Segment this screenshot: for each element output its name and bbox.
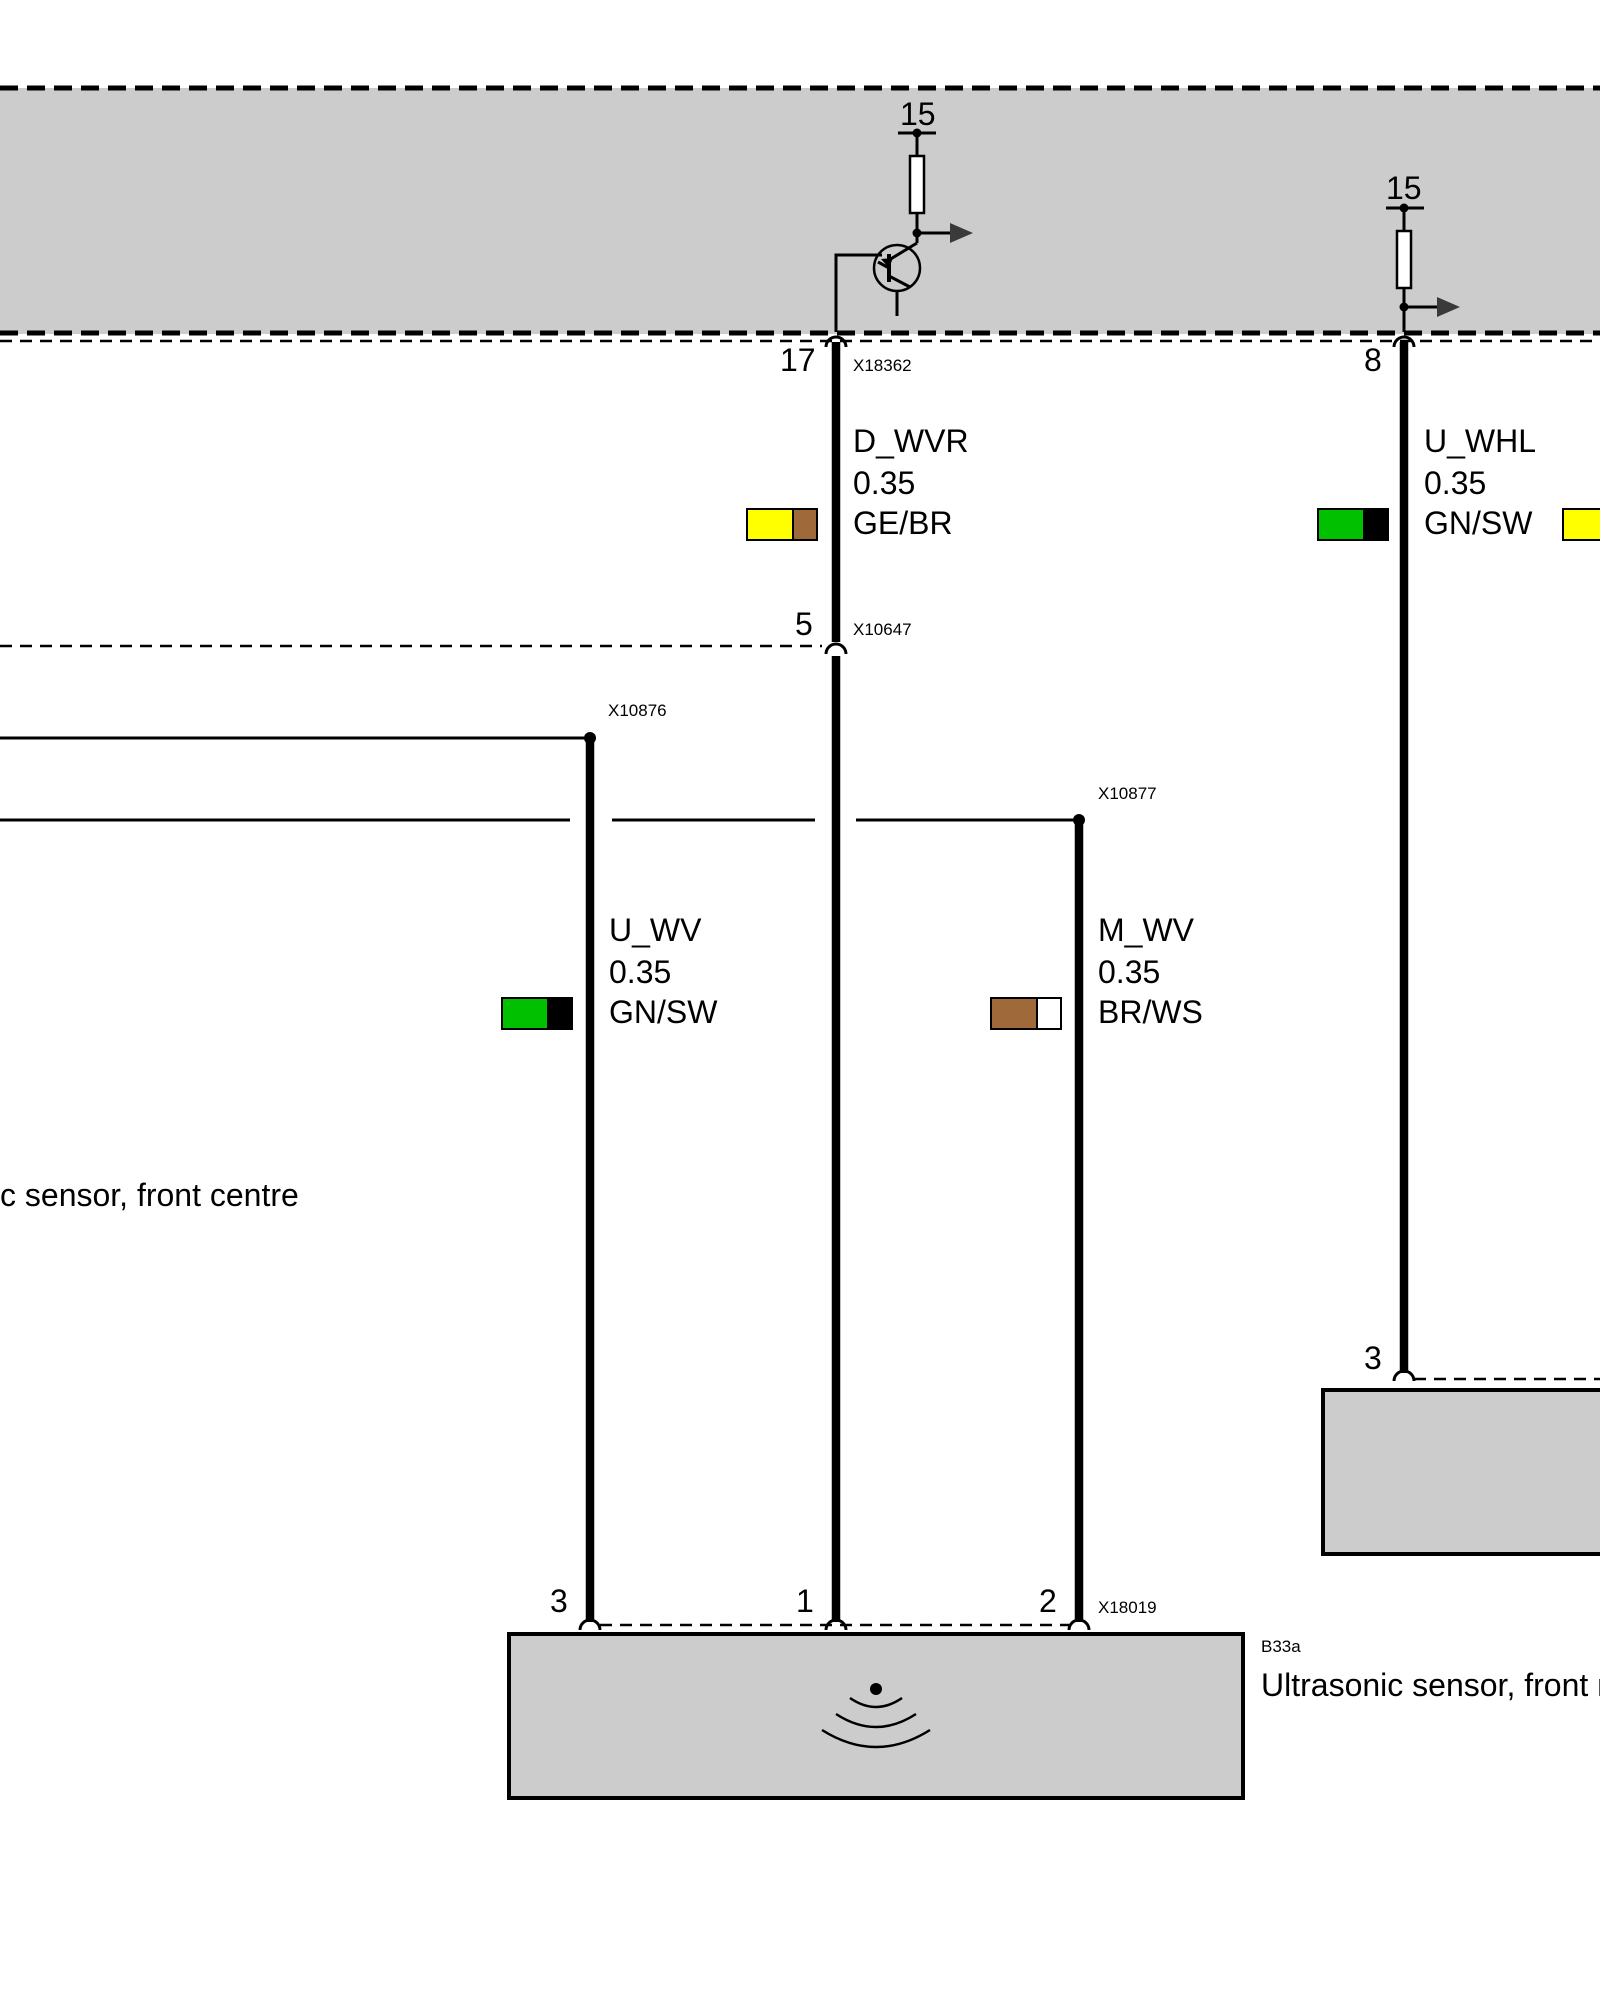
- resistor-icon: [908, 154, 926, 215]
- connector-x10876: X10876: [608, 701, 667, 720]
- wire-d-wvr-signal: D_WVR: [853, 423, 969, 459]
- wire-d-wvr-color-swatch: [746, 508, 818, 541]
- wire-m-wv-gauge: 0.35: [1098, 954, 1160, 990]
- connector-x18362: X18362: [853, 356, 912, 375]
- wire-u-wv-color: GN/SW: [609, 994, 718, 1030]
- connector-x18019: X18019: [1098, 1598, 1157, 1617]
- sensor-label: Ultrasonic sensor, front r: [1261, 1667, 1600, 1703]
- wire-u-wv-color-swatch: [501, 997, 573, 1030]
- pin-2: 2: [1039, 1583, 1057, 1619]
- output-arrow-icon: [950, 223, 973, 243]
- wire-m-wv-color-swatch: [990, 997, 1062, 1030]
- output-arrow-icon: [1437, 297, 1460, 317]
- wire-u-whl-color-swatch: [1317, 508, 1389, 541]
- connector-x10877: X10877: [1098, 784, 1157, 803]
- control-unit: [0, 85, 1600, 343]
- wire-u-whl-signal: U_WHL: [1424, 423, 1536, 459]
- resistor-icon: [1395, 229, 1413, 290]
- ultrasonic-sensor-box: [507, 1623, 1245, 1800]
- right-sensor-box: [1321, 1377, 1600, 1556]
- ultrasonic-waves-icon: [821, 1683, 931, 1749]
- pullup-circuit: [1386, 203, 1460, 332]
- pin-3-u-wv: 3: [550, 1583, 568, 1619]
- splice-x10877-dot: [1073, 814, 1085, 826]
- wire-d-wvr-gauge: 0.35: [853, 465, 915, 501]
- left-sensor-label: c sensor, front centre: [0, 1177, 299, 1213]
- wire-u-whl-gauge: 0.35: [1424, 465, 1486, 501]
- sensor-id-b33a: B33a: [1261, 1637, 1301, 1656]
- wire-m-wv-color: BR/WS: [1098, 994, 1203, 1030]
- splice-x10876-dot: [584, 732, 596, 744]
- wire-u-wv-signal: U_WV: [609, 912, 702, 948]
- wire-u-wv-gauge: 0.35: [609, 954, 671, 990]
- wire-d-wvr-color: GE/BR: [853, 505, 953, 541]
- pin-3-u-whl: 3: [1364, 1340, 1382, 1376]
- transistor-driver-circuit: [834, 128, 973, 332]
- pin-5: 5: [795, 606, 813, 642]
- pin-17: 17: [780, 342, 816, 378]
- pin-1: 1: [796, 1583, 814, 1619]
- wire-u-whl-color: GN/SW: [1424, 505, 1533, 541]
- partial-color-swatch: [1562, 508, 1600, 541]
- wire-m-wv-signal: M_WV: [1098, 912, 1195, 948]
- pin-arcs: [578, 335, 1416, 1631]
- pin-8: 8: [1364, 342, 1382, 378]
- supply-15-left: 15: [900, 96, 936, 132]
- connector-x10647: X10647: [853, 620, 912, 639]
- supply-15-right: 15: [1386, 170, 1422, 206]
